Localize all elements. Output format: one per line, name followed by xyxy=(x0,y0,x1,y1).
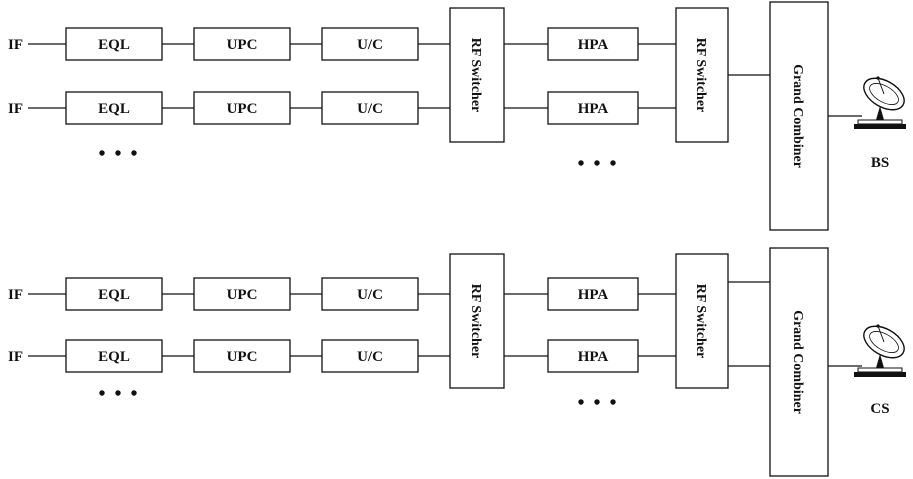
upc-label: UPC xyxy=(227,349,258,365)
hpa-label: HPA xyxy=(578,287,609,303)
upc-block xyxy=(193,91,291,125)
upc-label: UPC xyxy=(227,37,258,53)
bs-antenna-label: BS xyxy=(871,155,889,171)
bs-section: IF EQL UPC U/C HPA IF EQL UPC xyxy=(8,1,906,231)
grand-combiner-label: Grand Combiner xyxy=(790,64,805,168)
rf-switcher-block xyxy=(675,7,729,143)
uc-label: U/C xyxy=(357,287,383,303)
bs-chain-1: IF EQL UPC U/C HPA xyxy=(8,27,676,61)
uc-block xyxy=(321,339,419,373)
satellite-dish-icon xyxy=(854,76,906,129)
bs-chain-2: IF EQL UPC U/C HPA xyxy=(8,91,676,125)
rf-switcher-block xyxy=(449,253,505,389)
if-input-label: IF xyxy=(8,287,23,303)
rf-switcher-label: RF Switcher xyxy=(468,284,483,359)
uc-label: U/C xyxy=(357,349,383,365)
hpa-label: HPA xyxy=(578,101,609,117)
grand-combiner-block xyxy=(769,1,829,231)
eql-block xyxy=(65,277,163,311)
eql-label: EQL xyxy=(98,287,130,303)
rf-switcher-label: RF Switcher xyxy=(693,38,708,113)
cs-chain-2: IF EQL UPC U/C HPA xyxy=(8,339,676,373)
ellipsis-right: • • • xyxy=(577,153,618,175)
if-input-label: IF xyxy=(8,349,23,365)
upc-block xyxy=(193,339,291,373)
if-input-label: IF xyxy=(8,101,23,117)
grand-combiner-block xyxy=(769,247,829,477)
uc-block xyxy=(321,27,419,61)
eql-label: EQL xyxy=(98,37,130,53)
uc-label: U/C xyxy=(357,101,383,117)
eql-block xyxy=(65,91,163,125)
cs-chain-1: IF EQL UPC U/C HPA xyxy=(8,277,676,311)
if-input-label: IF xyxy=(8,37,23,53)
rf-switcher-block xyxy=(449,7,505,143)
ellipsis-left: • • • xyxy=(98,383,139,405)
rf-switcher-label: RF Switcher xyxy=(468,38,483,113)
eql-label: EQL xyxy=(98,101,130,117)
eql-label: EQL xyxy=(98,349,130,365)
ellipsis-right: • • • xyxy=(577,392,618,414)
satellite-dish-icon xyxy=(854,324,906,377)
uc-block xyxy=(321,277,419,311)
hpa-label: HPA xyxy=(578,349,609,365)
hpa-label: HPA xyxy=(578,37,609,53)
uc-label: U/C xyxy=(357,37,383,53)
uc-block xyxy=(321,91,419,125)
upc-label: UPC xyxy=(227,287,258,303)
ellipsis-left: • • • xyxy=(98,143,139,165)
rf-switcher-block xyxy=(675,253,729,389)
upc-block xyxy=(193,27,291,61)
upc-label: UPC xyxy=(227,101,258,117)
cs-antenna-label: CS xyxy=(870,401,889,417)
rf-switcher-label: RF Switcher xyxy=(693,284,708,359)
grand-combiner-label: Grand Combiner xyxy=(790,310,805,414)
cs-section: IF EQL UPC U/C HPA IF EQL UPC xyxy=(8,247,906,477)
hpa-block xyxy=(547,277,639,311)
